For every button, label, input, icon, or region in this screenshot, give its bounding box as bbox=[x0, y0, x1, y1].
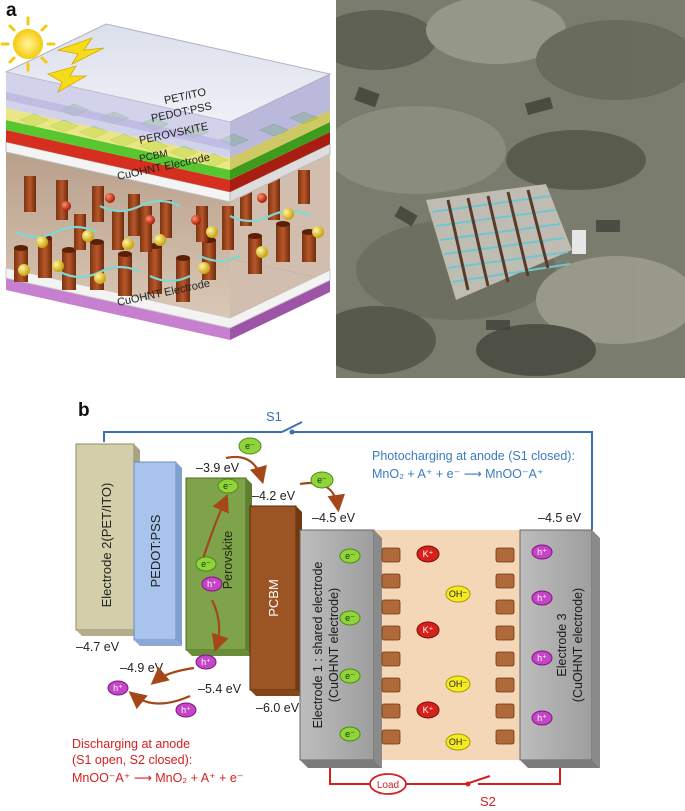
k-ion-icon bbox=[416, 621, 440, 639]
electrode3-label-line2: (CuOHNT electrode) bbox=[571, 588, 585, 702]
energy-pcbm-top: –4.2 eV bbox=[252, 489, 296, 503]
svg-text:h⁺: h⁺ bbox=[537, 593, 547, 603]
hole-icon bbox=[195, 654, 217, 670]
perovskite-label: Perovskite bbox=[221, 531, 235, 589]
electron-icon bbox=[310, 471, 334, 489]
s1-switch-pivot bbox=[289, 429, 295, 435]
energy-electrode2: –4.7 eV bbox=[76, 640, 120, 654]
electrode2-label: Electrode 2(PET/ITO) bbox=[99, 483, 114, 608]
light-bolt-icon bbox=[46, 37, 105, 93]
electron-icon bbox=[217, 478, 239, 494]
hole-icon bbox=[107, 680, 129, 696]
electrolyte-region bbox=[374, 530, 520, 760]
discharge-equation: MnOO⁻A⁺ ⟶ MnO₂ + A⁺ + e⁻ bbox=[72, 771, 243, 785]
s1-switch-label: S1 bbox=[266, 409, 282, 424]
svg-text:e⁻: e⁻ bbox=[245, 441, 255, 451]
k-ion-icon bbox=[416, 701, 440, 719]
photocharge-title: Photocharging at anode (S1 closed): bbox=[372, 449, 575, 463]
s2-switch-pivot bbox=[465, 781, 471, 787]
svg-text:e⁻: e⁻ bbox=[345, 671, 355, 681]
energy-electrode1: –4.5 eV bbox=[312, 511, 356, 525]
k-ion-labels: K⁺ K⁺ K⁺ bbox=[423, 549, 434, 715]
energy-perovskite-vb: –5.4 eV bbox=[198, 682, 242, 696]
svg-text:h⁺: h⁺ bbox=[537, 547, 547, 557]
electron-icon bbox=[195, 556, 217, 572]
electron-icon bbox=[238, 437, 262, 455]
panel-c-photo-camouflage bbox=[336, 0, 685, 378]
svg-text:e⁻: e⁻ bbox=[223, 481, 233, 491]
electron-icon bbox=[339, 668, 361, 684]
hole-icon bbox=[531, 544, 553, 560]
electron-icon bbox=[339, 726, 361, 742]
electrode1-block bbox=[299, 529, 382, 768]
oh-ion-icon bbox=[445, 585, 471, 603]
energy-perovskite-cb: –3.9 eV bbox=[196, 461, 240, 475]
svg-text:K⁺: K⁺ bbox=[423, 625, 434, 635]
s2-circuit-wire bbox=[329, 768, 561, 785]
electron-labels: e⁻ e⁻ e⁻ e⁻ e⁻ e⁻ e⁻ e⁻ bbox=[201, 441, 355, 739]
electrode3-label-line1: Electrode 3 bbox=[555, 613, 569, 676]
hole-carriers bbox=[107, 544, 553, 726]
nanotube-array bbox=[14, 170, 324, 302]
hole-icon bbox=[531, 710, 553, 726]
discharge-line1: Discharging at anode bbox=[72, 737, 190, 751]
svg-text:e⁻: e⁻ bbox=[345, 551, 355, 561]
k-ion-icon bbox=[416, 545, 440, 563]
panel-label-b: b bbox=[78, 400, 90, 421]
potassium-ions bbox=[416, 545, 440, 719]
svg-text:K⁺: K⁺ bbox=[423, 549, 434, 559]
pedot-label: PEDOT:PSS bbox=[148, 514, 163, 587]
oh-ion-icon bbox=[445, 675, 471, 693]
textile-device bbox=[426, 184, 586, 300]
svg-text:e⁻: e⁻ bbox=[201, 559, 211, 569]
oh-ion-labels: OH⁻ OH⁻ OH⁻ bbox=[449, 589, 468, 747]
electrode3-block bbox=[519, 529, 600, 768]
hole-labels: h⁺ h⁺ h⁺ h⁺ h⁺ h⁺ h⁺ h⁺ bbox=[113, 547, 547, 723]
energy-electrode3: –4.5 eV bbox=[538, 511, 582, 525]
s1-circuit-wire bbox=[103, 421, 593, 530]
panel-b-energy-diagram: S1 Photocharging at anode (S1 closed): M… bbox=[72, 409, 600, 809]
electrode1-label-line2: (CuOHNT electrode) bbox=[327, 588, 341, 702]
panel-label-a: a bbox=[6, 0, 17, 21]
pcbm-block bbox=[249, 505, 302, 696]
hole-icon bbox=[201, 576, 223, 592]
energy-pedot: –4.9 eV bbox=[120, 661, 164, 675]
hole-icon bbox=[531, 590, 553, 606]
s2-switch-label: S2 bbox=[480, 794, 496, 809]
oh-ion-icon bbox=[445, 733, 471, 751]
hole-icon bbox=[531, 650, 553, 666]
hole-icon bbox=[175, 702, 197, 718]
svg-text:e⁻: e⁻ bbox=[345, 613, 355, 623]
photocharge-equation: MnO₂ + A⁺ + e⁻ ⟶ MnOO⁻A⁺ bbox=[372, 467, 543, 481]
electrode1-label-line1: Electrode 1 : shared electrode bbox=[311, 562, 325, 729]
hydroxide-ions bbox=[445, 585, 471, 751]
electrode2-block bbox=[75, 443, 140, 636]
svg-text:h⁺: h⁺ bbox=[201, 657, 211, 667]
svg-text:h⁺: h⁺ bbox=[181, 705, 191, 715]
load-component bbox=[369, 773, 407, 795]
svg-text:h⁺: h⁺ bbox=[113, 683, 123, 693]
load-label: Load bbox=[377, 780, 399, 791]
svg-text:OH⁻: OH⁻ bbox=[449, 679, 468, 689]
nanotube-stubs bbox=[381, 547, 515, 745]
svg-text:e⁻: e⁻ bbox=[317, 475, 327, 485]
electron-icon bbox=[339, 548, 361, 564]
sun-icon bbox=[0, 16, 56, 72]
energy-pcbm-bottom: –6.0 eV bbox=[256, 701, 300, 715]
svg-text:OH⁻: OH⁻ bbox=[449, 589, 468, 599]
svg-text:e⁻: e⁻ bbox=[345, 729, 355, 739]
electron-carriers bbox=[195, 437, 361, 742]
pcbm-label: PCBM bbox=[266, 579, 281, 617]
svg-text:h⁺: h⁺ bbox=[207, 579, 217, 589]
svg-text:K⁺: K⁺ bbox=[423, 705, 434, 715]
discharge-line2: (S1 open, S2 closed): bbox=[72, 753, 192, 767]
svg-text:OH⁻: OH⁻ bbox=[449, 737, 468, 747]
panel-a-device-schematic: PET/ITO PEDOT:PSS PEROVSKITE PCBM CuOHNT… bbox=[0, 16, 332, 340]
svg-text:h⁺: h⁺ bbox=[537, 653, 547, 663]
svg-text:h⁺: h⁺ bbox=[537, 713, 547, 723]
electron-icon bbox=[339, 610, 361, 626]
pedot-block bbox=[133, 461, 182, 646]
